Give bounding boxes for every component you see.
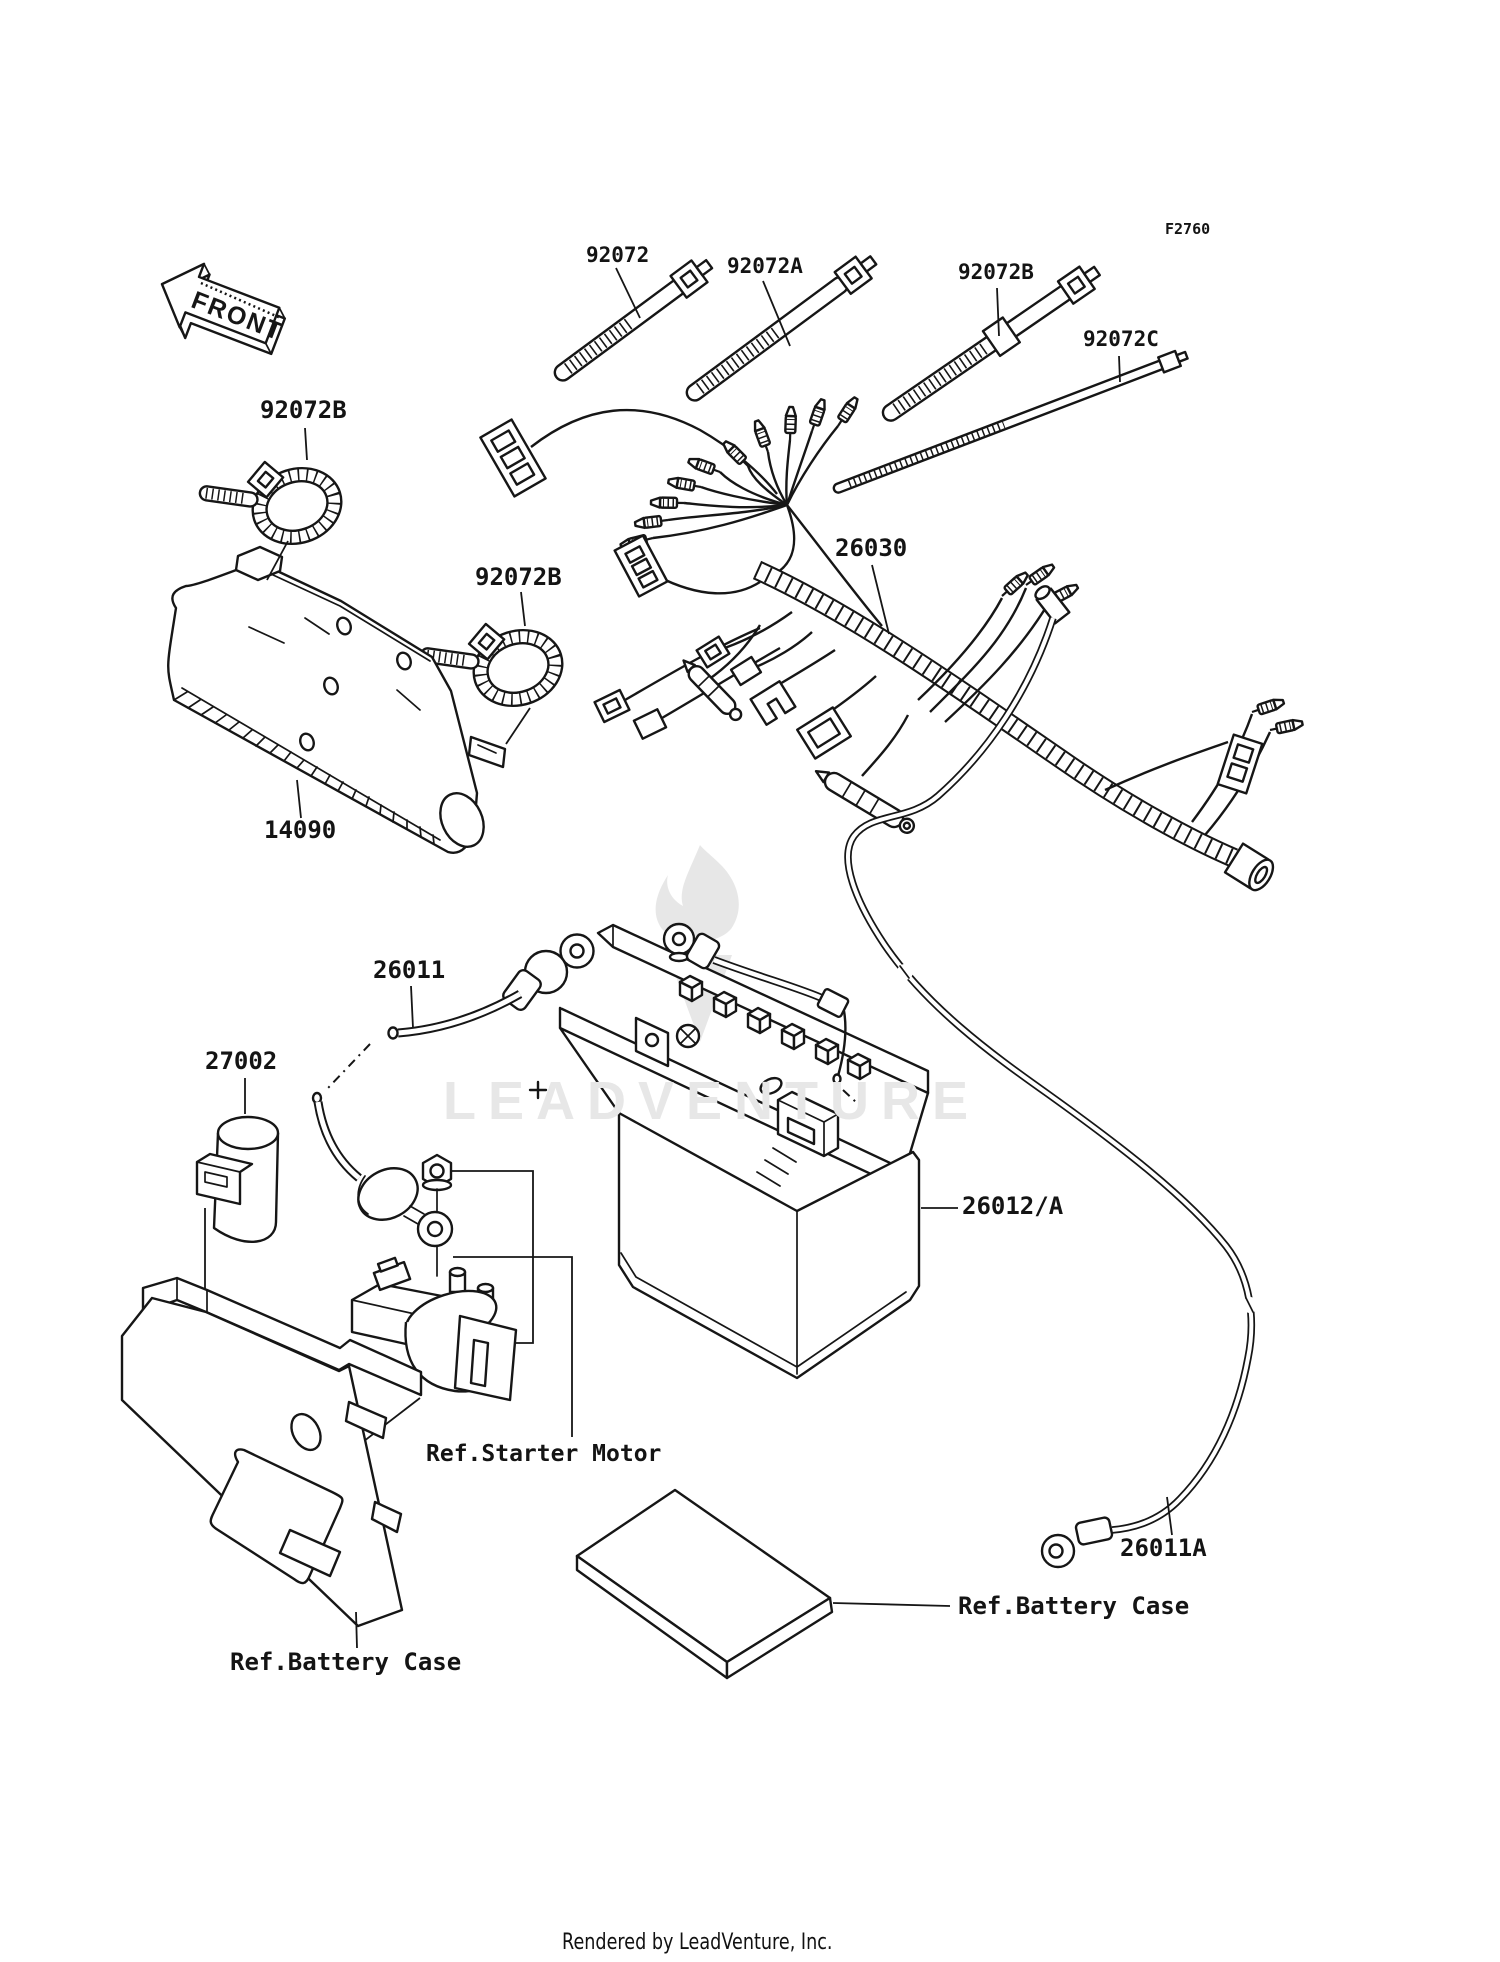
label-27002: 27002 bbox=[205, 1047, 278, 1075]
label-ref-battery-case-bottom: Ref.Battery Case bbox=[230, 1648, 462, 1676]
label-fiche-code: F2760 bbox=[1165, 220, 1211, 238]
cable-tie-92072c bbox=[832, 349, 1189, 494]
battery-vent-caps bbox=[678, 974, 872, 1081]
loop-clamp-92072b-mid bbox=[419, 622, 564, 708]
label-92072b-left: 92072B bbox=[260, 396, 347, 424]
battery-26012 bbox=[528, 922, 930, 1380]
condenser-27002 bbox=[195, 1078, 280, 1304]
watermark-text: LEADVENTURE bbox=[443, 1071, 981, 1131]
front-arrow-icon: FRONT bbox=[160, 262, 287, 356]
label-26012a: 26012/A bbox=[962, 1192, 1064, 1220]
battery-cable-26011a bbox=[844, 585, 1258, 1569]
battery-terminal-box bbox=[776, 1090, 840, 1158]
credit-line: Rendered by LeadVenture, Inc. bbox=[562, 1930, 833, 1955]
battery-mat bbox=[575, 1488, 951, 1680]
wiring-harness-26030 bbox=[479, 396, 1303, 892]
cable-tie-92072b bbox=[881, 265, 1102, 422]
label-92072c: 92072C bbox=[1083, 327, 1159, 351]
loop-clamp-92072b-left bbox=[198, 460, 343, 546]
label-92072b-top: 92072B bbox=[958, 260, 1034, 284]
label-92072b-mid: 92072B bbox=[475, 563, 562, 591]
battery-cable-26011 bbox=[311, 933, 595, 1437]
leader-lines bbox=[266, 267, 1173, 1536]
cover-14090 bbox=[167, 545, 507, 854]
cable-tie-92072 bbox=[553, 258, 714, 382]
cable-tie-92072a bbox=[685, 255, 878, 402]
battery-case-bracket bbox=[120, 1276, 423, 1649]
label-92072a: 92072A bbox=[727, 254, 803, 278]
label-14090: 14090 bbox=[264, 816, 337, 844]
label-ref-battery-case-right: Ref.Battery Case bbox=[958, 1592, 1190, 1620]
label-26011a: 26011A bbox=[1120, 1534, 1207, 1562]
label-26011: 26011 bbox=[373, 956, 446, 984]
label-26030: 26030 bbox=[835, 534, 908, 562]
label-ref-starter-motor: Ref.Starter Motor bbox=[426, 1441, 662, 1467]
label-92072: 92072 bbox=[586, 243, 650, 267]
